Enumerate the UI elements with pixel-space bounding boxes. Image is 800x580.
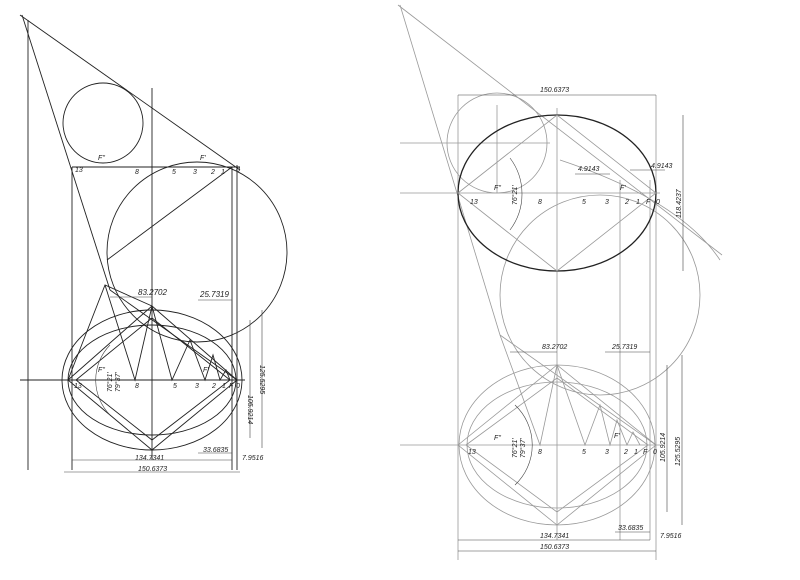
- point-label: 1: [636, 199, 640, 206]
- angle-label: 76°21': [511, 185, 519, 205]
- point-label: F: [643, 449, 648, 456]
- point-label: 8: [135, 169, 139, 176]
- point-label: 8: [135, 383, 139, 390]
- left-drawing: 83.2702 25.7319 105.9214 125.5295 134.73…: [19, 14, 288, 473]
- dimension-label: 4.9143: [578, 166, 600, 173]
- point-label: 13: [75, 167, 83, 174]
- point-label: 1: [222, 383, 226, 390]
- dimension-label: 33.6835: [203, 447, 228, 454]
- chord: [106, 166, 233, 261]
- focus-label: F': [614, 433, 620, 440]
- curve: [559, 159, 721, 261]
- point-label: 1: [634, 449, 638, 456]
- focus-label: F'': [98, 367, 106, 374]
- point-label: 5: [582, 199, 586, 206]
- dimension-label: 150.6373: [138, 466, 167, 473]
- dimension-label: 105.9214: [246, 395, 253, 424]
- dimension-label: 125.5295: [675, 437, 682, 466]
- angle-label: 76°21': [511, 438, 519, 458]
- point-label: 13: [74, 383, 82, 390]
- dimension-label: 134.7341: [135, 455, 164, 462]
- angle-arc: [95, 344, 111, 416]
- dimension-label: 118.4237: [676, 188, 683, 218]
- dimension-label: 83.2702: [542, 344, 567, 351]
- construction-line: [67, 284, 153, 381]
- point-label: 0: [653, 449, 657, 456]
- dimension-label: 7.9516: [660, 533, 682, 540]
- construction-line: [399, 4, 501, 336]
- dimension-label: 4.9143: [651, 163, 673, 170]
- point-label: F: [646, 199, 651, 206]
- zigzag: [104, 284, 231, 382]
- point-label: 8: [538, 199, 542, 206]
- construction-line: [21, 14, 111, 291]
- dimension-label: 25.7319: [611, 344, 637, 351]
- dimension-label: 150.6373: [540, 87, 569, 94]
- point-label: 3: [195, 383, 199, 390]
- angle-label: 76°21': [106, 372, 114, 392]
- point-label: 0: [656, 199, 660, 206]
- point-label: 2: [624, 199, 629, 206]
- point-label: 2: [210, 169, 215, 176]
- point-label: 13: [468, 449, 476, 456]
- dimension-label: 83.2702: [138, 288, 167, 297]
- angle-arc: [509, 157, 523, 231]
- angle-label: 79°37': [114, 372, 122, 392]
- point-label: 3: [605, 449, 609, 456]
- focus-label: F'': [98, 155, 106, 162]
- focus-label: F': [203, 367, 209, 374]
- construction-line: [499, 334, 657, 446]
- focus-label: F'': [494, 185, 502, 192]
- focus-label: F': [620, 185, 626, 192]
- point-label: 1: [221, 169, 225, 176]
- dimension-label: 25.7319: [199, 290, 229, 299]
- angle-arc: [514, 404, 533, 486]
- point-label: 5: [173, 383, 177, 390]
- dimension-label: 150.6373: [540, 544, 569, 551]
- focus-label: F': [200, 155, 206, 162]
- tangent-line: [19, 14, 241, 171]
- dimension-label: 33.6835: [618, 525, 643, 532]
- tangent-line: [397, 4, 723, 256]
- point-label: 3: [605, 199, 609, 206]
- dimension-label: 105.9214: [660, 433, 667, 462]
- rhombus: [457, 114, 657, 272]
- point-label: 8: [538, 449, 542, 456]
- zigzag: [499, 334, 641, 447]
- large-circle: [499, 194, 701, 396]
- focus-label: F'': [494, 435, 502, 442]
- point-label: F: [229, 383, 234, 390]
- point-label: 5: [582, 449, 586, 456]
- large-circle: [106, 161, 288, 343]
- point-label: 5: [172, 169, 176, 176]
- dimension-label: 125.5295: [258, 365, 265, 394]
- dimension-label: 7.9516: [242, 455, 264, 462]
- point-label: 2: [623, 449, 628, 456]
- point-label: 0: [236, 383, 240, 390]
- point-label: 2: [211, 383, 216, 390]
- right-drawing: 150.6373 118.4237 4.9143 4.9143 76°21' F…: [397, 4, 723, 560]
- dimension-label: 134.7341: [540, 533, 569, 540]
- point-label: 0: [236, 167, 240, 174]
- point-label: 13: [470, 199, 478, 206]
- point-label: 3: [193, 169, 197, 176]
- inner-rhombus: [465, 377, 649, 513]
- construction-line: [109, 289, 238, 381]
- small-circle: [62, 82, 144, 164]
- angle-label: 79°37': [519, 438, 527, 458]
